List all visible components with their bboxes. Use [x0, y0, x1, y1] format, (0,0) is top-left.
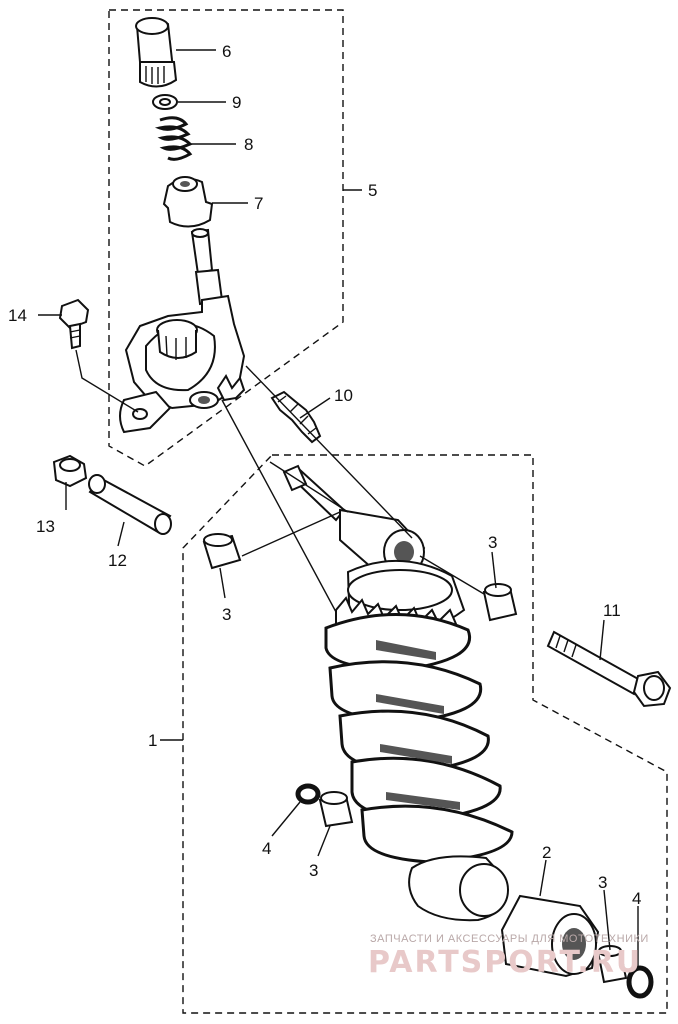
callout-3-a: 3 — [488, 533, 497, 552]
reservoir-body-part-5 — [119, 228, 246, 434]
leader-lines — [38, 49, 639, 968]
washer-part-9 — [152, 94, 178, 110]
group-boundary-5 — [108, 9, 344, 467]
nut-part-13 — [52, 454, 88, 488]
shock-absorber-part-1 — [282, 464, 514, 922]
callout-10: 10 — [334, 386, 353, 405]
bushing-part-3-right — [482, 583, 518, 622]
callout-14: 14 — [8, 306, 27, 325]
callout-12: 12 — [108, 551, 127, 570]
callout-3-d: 3 — [598, 873, 607, 892]
callout-9: 9 — [232, 93, 241, 112]
bushing-part-3-upper-left — [202, 533, 242, 570]
cap-part-6 — [135, 17, 178, 88]
bearing-part-2 — [500, 894, 600, 978]
spring-part-8 — [154, 116, 193, 161]
group-boundary-1 — [182, 454, 668, 1014]
bushing-part-3-lower-right — [596, 945, 628, 984]
seal-part-4-right — [626, 965, 654, 999]
callout-5: 5 — [368, 181, 377, 200]
seal-part-4-left — [295, 783, 321, 805]
callout-4-b: 4 — [632, 889, 641, 908]
callout-2: 2 — [542, 843, 551, 862]
callout-11: 11 — [603, 601, 621, 620]
callout-4-a: 4 — [262, 839, 271, 858]
adjuster-knob-part-7 — [162, 176, 214, 228]
watermark-logo: PARTSPORT.RU — [368, 945, 642, 980]
bolt-part-11 — [546, 630, 672, 708]
callout-7: 7 — [254, 194, 263, 213]
watermark-tagline: ЗАПЧАСТИ И АКСЕССУАРЫ ДЛЯ МОТОТЕХНИКИ — [370, 933, 649, 945]
callout-8: 8 — [244, 135, 253, 154]
callout-6: 6 — [222, 42, 231, 61]
sleeve-part-12 — [88, 474, 172, 535]
callout-3-b: 3 — [222, 605, 231, 624]
bushing-part-3-lower-left — [318, 791, 354, 828]
callout-3-c: 3 — [309, 861, 318, 880]
callout-1: 1 — [148, 731, 157, 750]
bolt-part-14 — [58, 298, 90, 350]
callout-13: 13 — [36, 517, 55, 536]
